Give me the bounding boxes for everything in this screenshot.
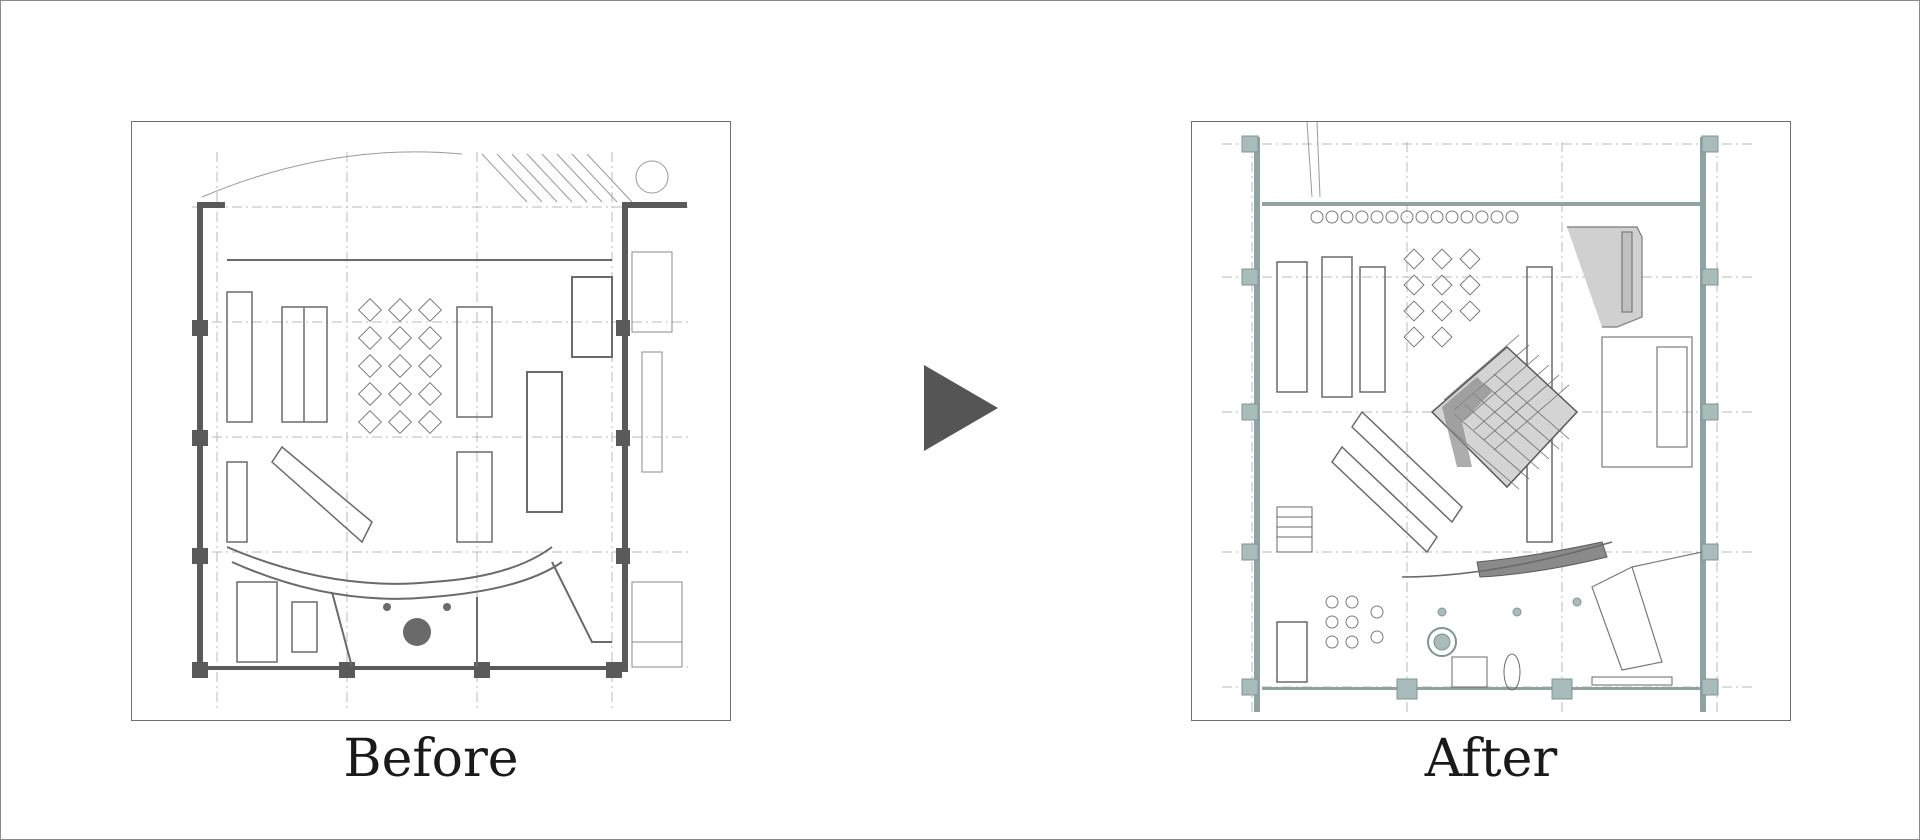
after-dining-tables: [1403, 248, 1481, 348]
after-kitchen: [1567, 226, 1703, 671]
play-triangle-icon: [924, 365, 998, 451]
after-walls: [1254, 137, 1706, 712]
after-central-feature: [1430, 334, 1579, 490]
before-back-rooms: [631, 251, 683, 668]
after-floor-plan: [1191, 121, 1791, 721]
after-entry-elements: [1427, 597, 1582, 657]
after-floor-plan-drawing: [1222, 122, 1752, 712]
before-interior-lines: [226, 259, 613, 668]
before-floor-plan-drawing: [192, 151, 692, 712]
after-label: After: [1424, 729, 1558, 789]
after-cafe-tables: [1325, 595, 1384, 649]
before-label: Before: [343, 729, 519, 789]
before-floor-plan: [131, 121, 731, 721]
before-booths: [226, 291, 493, 663]
before-canopy-hatch: [201, 151, 669, 203]
before-entry-elements: [383, 603, 451, 646]
after-curved-bar: [1401, 541, 1613, 578]
after-window-seats: [1310, 210, 1519, 224]
after-canopy-lines: [1306, 122, 1321, 198]
before-dining-tables: [357, 297, 443, 435]
before-walls: [192, 202, 687, 678]
after-stair: [1276, 506, 1673, 691]
